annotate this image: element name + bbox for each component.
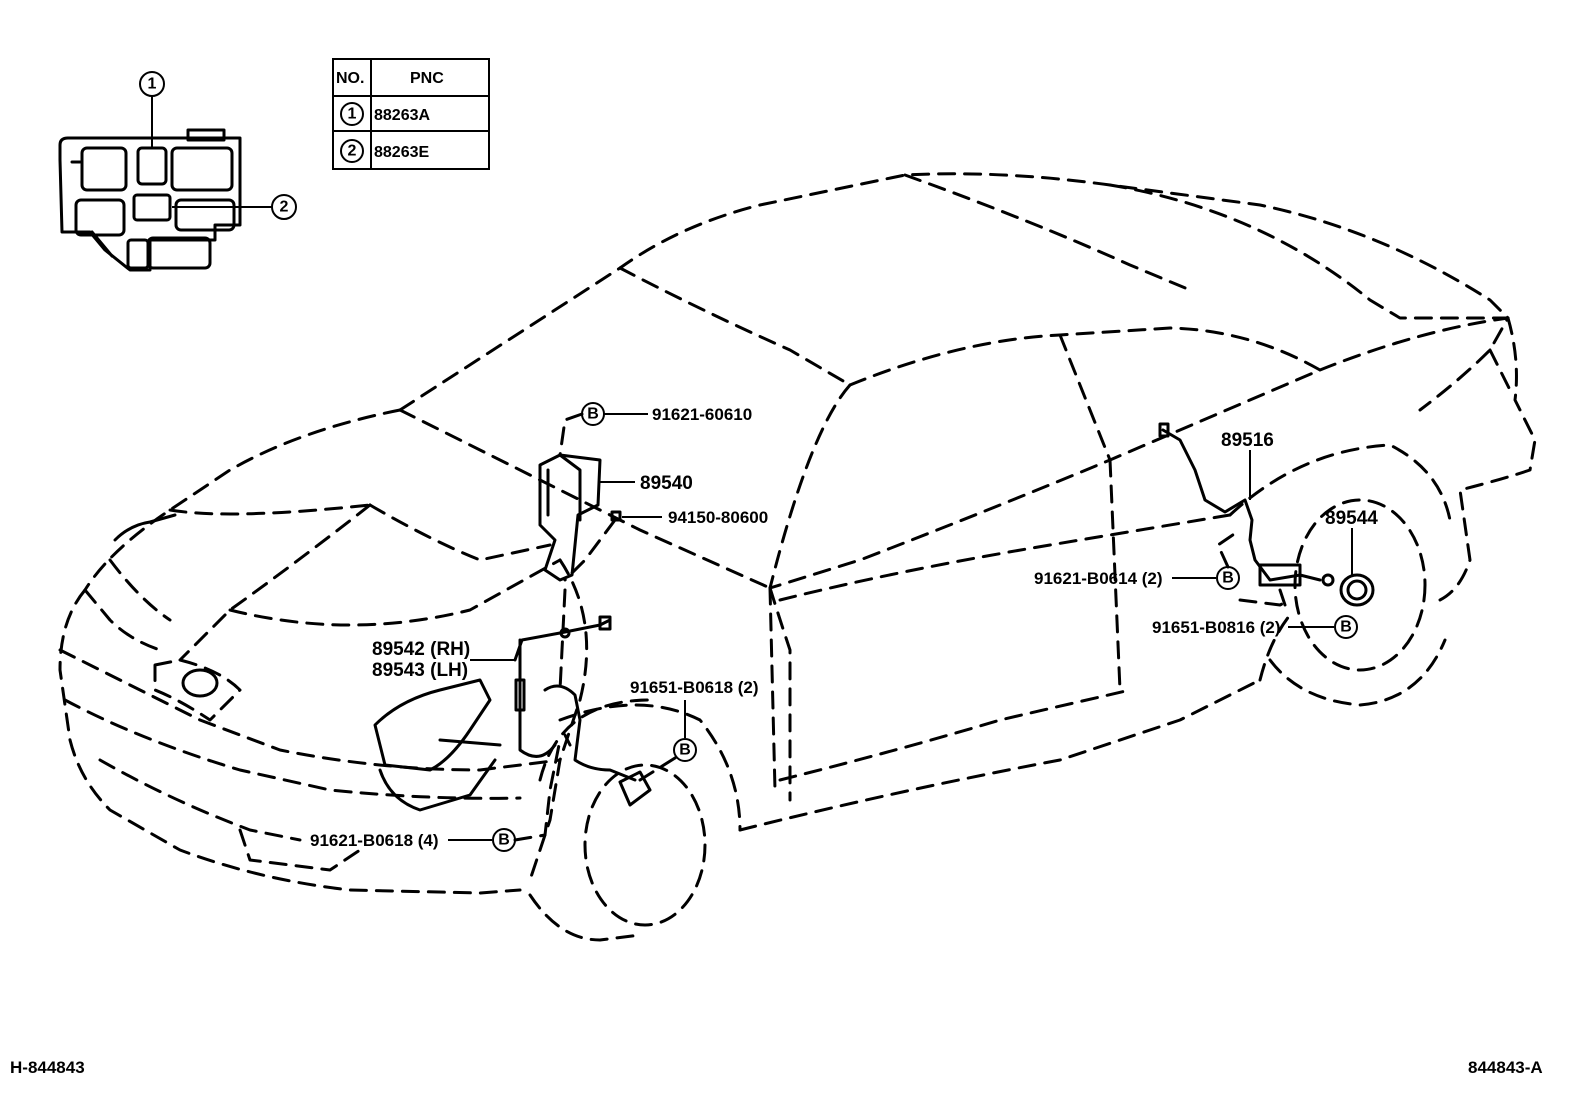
table-header-no: NO. [336, 70, 364, 87]
callout-1-label: 1 [148, 76, 157, 93]
table-row-2-pnc: 88263E [374, 144, 429, 161]
footer-left-code: H-844843 [10, 1058, 85, 1077]
abs-actuator-bracket [538, 453, 622, 582]
part-label-91651-b0816: 91651-B0816 (2) [1152, 618, 1281, 637]
part-label-91651-b0618: 91651-B0618 (2) [630, 678, 759, 697]
callout-b-5: B [1340, 619, 1352, 636]
callout-b-1: B [587, 406, 599, 423]
part-label-91621-b0614: 91621-B0614 (2) [1034, 569, 1163, 588]
front-speed-sensor [513, 615, 652, 807]
part-labels: 91621-60610 89540 94150-80600 89542 (RH)… [310, 405, 1378, 850]
table-header-pnc: PNC [410, 70, 444, 87]
relay-block-inset: 1 2 [58, 71, 297, 272]
callout-b-4: B [1222, 570, 1234, 587]
car-body-outline [58, 172, 1537, 942]
part-label-89542-rh: 89542 (RH) [372, 639, 470, 660]
part-label-91621-60610: 91621-60610 [652, 405, 752, 424]
part-label-91621-b0618: 91621-B0618 (4) [310, 831, 439, 850]
table-row-1-pnc: 88263A [374, 107, 430, 124]
leader-lines: B B B B B [448, 402, 1358, 852]
part-label-89540: 89540 [640, 473, 693, 494]
part-label-89516: 89516 [1221, 430, 1274, 451]
callout-2-label: 2 [280, 199, 289, 216]
part-label-89543-lh: 89543 (LH) [372, 660, 468, 681]
footer-right-code: 844843-A [1468, 1058, 1543, 1077]
table-row-1-no: 1 [348, 106, 357, 123]
pnc-table: NO. PNC 1 88263A 2 88263E [332, 58, 490, 170]
part-label-94150-80600: 94150-80600 [668, 508, 768, 527]
callout-b-3: B [498, 832, 510, 849]
rear-speed-sensor-wire [1158, 422, 1375, 607]
part-label-89544: 89544 [1325, 508, 1378, 529]
callout-b-2: B [679, 742, 691, 759]
table-row-2-no: 2 [348, 143, 357, 160]
